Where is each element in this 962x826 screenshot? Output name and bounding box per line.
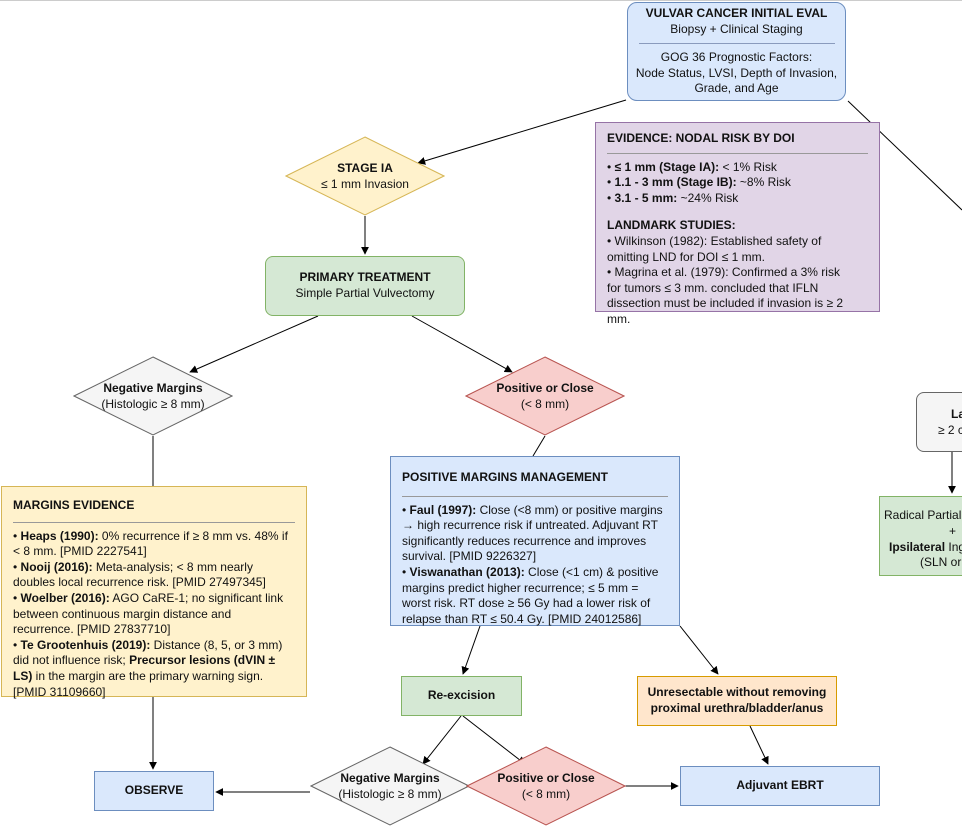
observe-label: OBSERVE [124,783,184,798]
edge-reexcision-to-neg2 [422,715,462,765]
nodal-risk-item: • 1.1 - 3 mm (Stage IB): ~8% Risk [607,175,791,190]
stage-ia-diamond[interactable]: STAGE IA ≤ 1 mm Invasion [285,136,445,216]
positive-margins-subtitle-2: (< 8 mm) [521,787,571,801]
landmark-line: dissection must be included if invasion … [607,296,844,326]
edge-eval-to-right [847,100,962,211]
positive-margins-title-2: Positive or Close [497,770,595,785]
positive-margins-shape-2 [466,746,626,826]
unresectable-box[interactable]: Unresectable without removing proximal u… [637,676,837,726]
management-item: • Viswanathan (2013): Close (<1 cm) & po… [402,564,659,626]
re-excision-label: Re-excision [427,688,496,703]
lateral-node-line2: ≥ 2 c [938,423,962,437]
radical-partial-box-partial[interactable]: Radical Partial + Ipsilateral Ing (SLN o… [879,496,962,576]
margins-evidence-item: • Nooij (2016): Meta-analysis; < 8 mm ne… [13,559,266,590]
eval-factors-line1: Node Status, LVSI, Depth of Invasion, [635,65,838,80]
negative-margins-subtitle-2: (Histologic ≥ 8 mm) [338,787,442,801]
nodal-risk-item: • 3.1 - 5 mm: ~24% Risk [607,190,739,205]
edge-primary-to-pos [411,315,513,373]
lateral-node-box-partial[interactable]: La ≥ 2 c [916,392,962,452]
radical-line1: Radical Partial [884,508,962,522]
edge-reexcision-to-pos2 [462,715,526,765]
nodal-risk-divider [607,152,868,154]
negative-margins-title-2: Negative Margins [340,770,440,785]
radical-line2: + [949,524,957,538]
negative-margins-title: Negative Margins [103,380,203,395]
management-item: • Faul (1997): Close (<8 mm) or positive… [402,502,663,564]
negative-margins-diamond-2[interactable]: Negative Margins (Histologic ≥ 8 mm) [310,746,470,826]
edge-eval-to-stage [417,99,627,165]
negative-margins-label: Negative Margins (Histologic ≥ 8 mm) [73,356,233,436]
initial-eval-box[interactable]: VULVAR CANCER INITIAL EVAL Biopsy + Clin… [627,2,846,101]
primary-treatment-box[interactable]: PRIMARY TREATMENT Simple Partial Vulvect… [265,256,465,316]
nodal-risk-evidence-panel[interactable]: EVIDENCE: NODAL RISK BY DOI • ≤ 1 mm (St… [595,122,880,326]
re-excision-box[interactable]: Re-excision [401,676,522,716]
margins-evidence-divider [13,521,295,523]
eval-title: VULVAR CANCER INITIAL EVAL [645,6,828,21]
management-divider [402,495,668,497]
eval-subtitle: Biopsy + Clinical Staging [670,21,803,36]
nodal-risk-title: EVIDENCE: NODAL RISK BY DOI [607,131,795,145]
edge-pos-to-management [532,435,546,457]
primary-title: PRIMARY TREATMENT [299,270,431,285]
negative-margins-shape-2 [310,746,470,826]
observe-box[interactable]: OBSERVE [94,771,214,811]
unresectable-line1: Unresectable without removing [647,685,827,700]
stage-ia-subtitle: ≤ 1 mm Invasion [321,177,409,191]
positive-margins-label: Positive or Close (< 8 mm) [465,356,625,436]
margins-evidence-item: • Heaps (1990): 0% recurrence if ≥ 8 mm … [13,528,288,559]
primary-subtitle: Simple Partial Vulvectomy [295,286,435,300]
top-border-line [0,0,962,1]
landmark-line: omitting LND for DOI ≤ 1 mm. [607,249,765,264]
stage-ia-title: STAGE IA [337,160,393,175]
stage-ia-label: STAGE IA ≤ 1 mm Invasion [285,136,445,216]
unresectable-line2: proximal urethra/bladder/anus [650,701,824,715]
adjuvant-ebrt-box[interactable]: Adjuvant EBRT [680,766,880,806]
edge-unresectable-to-ebrt [749,725,769,765]
negative-margins-shape [73,356,233,436]
positive-margins-diamond-2[interactable]: Positive or Close (< 8 mm) [466,746,626,826]
negative-margins-label-2: Negative Margins (Histologic ≥ 8 mm) [310,746,470,826]
edge-primary-to-neg [189,315,319,373]
positive-margins-label-2: Positive or Close (< 8 mm) [466,746,626,826]
positive-margins-title: Positive or Close [496,380,594,395]
landmark-line: • Wilkinson (1982): Established safety o… [607,233,822,248]
eval-factors-line2: Grade, and Age [694,81,779,96]
positive-margins-management-panel[interactable]: POSITIVE MARGINS MANAGEMENT • Faul (1997… [390,456,680,626]
edge-management-to-unresectable [679,625,719,675]
landmark-line: for tumors ≤ 3 mm. concluded that IFLN [607,280,819,295]
eval-factors-head: GOG 36 Prognostic Factors: [660,50,813,65]
radical-line3: Ipsilateral Ing [889,540,962,554]
margins-evidence-panel[interactable]: MARGINS EVIDENCE • Heaps (1990): 0% recu… [1,486,307,699]
negative-margins-diamond[interactable]: Negative Margins (Histologic ≥ 8 mm) [73,356,233,436]
eval-divider [638,43,835,45]
radical-line4: (SLN or [920,555,962,569]
edge-management-to-reexcision [461,625,481,675]
margins-evidence-item: • Woelber (2016): AGO CaRE-1; no signifi… [13,590,284,637]
landmark-line: • Magrina et al. (1979): Confirmed a 3% … [607,265,840,280]
lateral-node-line1: La [951,407,962,421]
positive-margins-shape [465,356,625,436]
margins-evidence-item: • Te Grootenhuis (2019): Distance (8, 5,… [13,637,283,699]
negative-margins-subtitle: (Histologic ≥ 8 mm) [101,397,205,411]
positive-margins-diamond[interactable]: Positive or Close (< 8 mm) [465,356,625,436]
adjuvant-ebrt-label: Adjuvant EBRT [736,778,824,793]
positive-margins-subtitle: (< 8 mm) [520,397,570,411]
stage-ia-shape [285,136,445,216]
nodal-risk-item: • ≤ 1 mm (Stage IA): < 1% Risk [607,159,777,174]
margins-evidence-title: MARGINS EVIDENCE [13,498,135,512]
landmark-studies-title: LANDMARK STUDIES: [607,218,736,233]
management-title: POSITIVE MARGINS MANAGEMENT [402,470,609,484]
